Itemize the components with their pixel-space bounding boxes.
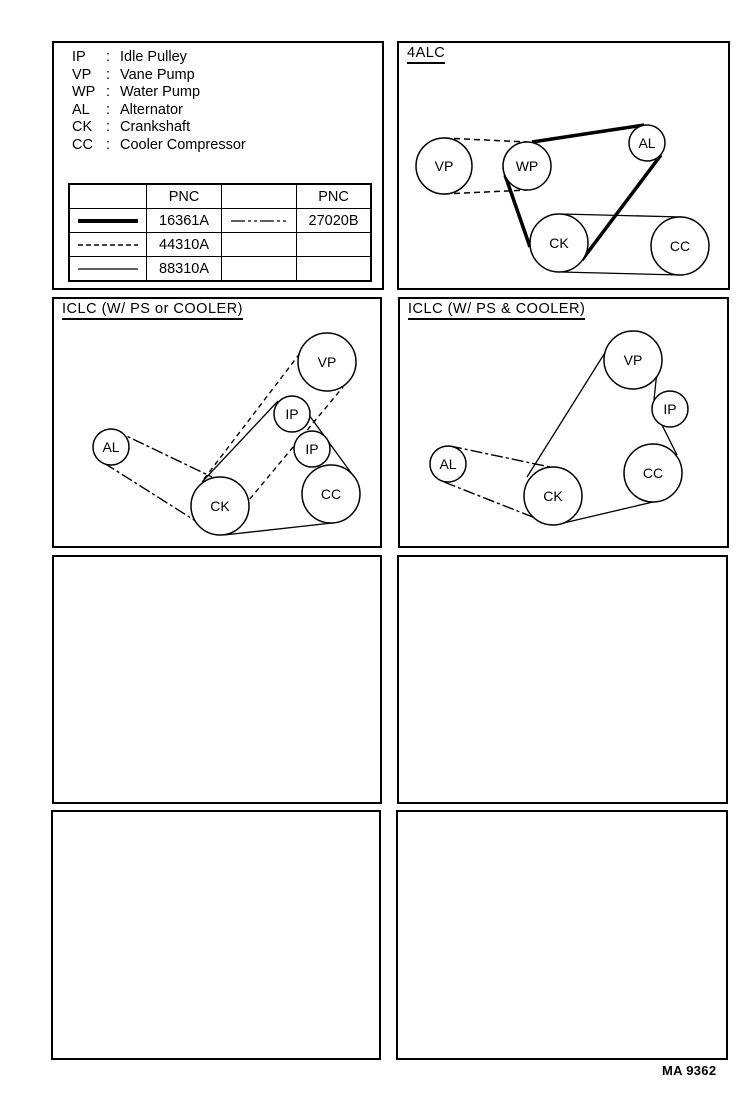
pulley-ck: CK xyxy=(523,466,583,526)
legend-item: AL: Alternator xyxy=(72,102,246,120)
empty-panel xyxy=(51,810,381,1060)
pnc-header: PNC xyxy=(296,183,372,209)
svg-text:IP: IP xyxy=(663,401,676,417)
svg-text:CC: CC xyxy=(670,238,690,254)
dashed-line-swatch xyxy=(68,232,147,257)
pulley-cc: CC xyxy=(301,464,361,524)
legend-separator: : xyxy=(106,136,111,153)
legend-separator: : xyxy=(106,84,111,100)
legend-name: Idle Pulley xyxy=(120,49,187,65)
pulley-ck: CK xyxy=(190,476,250,536)
pnc-empty-cell xyxy=(296,256,372,282)
belt-routing-iclc-ps-or-cooler: VP IP IP AL CK CC xyxy=(92,332,361,536)
pnc-value: 27020B xyxy=(296,208,372,233)
pulley-vp: VP xyxy=(603,330,663,390)
pnc-value: 16361A xyxy=(146,208,222,233)
legend-name: Crankshaft xyxy=(120,119,191,135)
diagram-title: ICLC (W/ PS or COOLER) xyxy=(62,301,243,320)
legend-panel: IP: Idle Pulley VP: Vane Pump WP: Water Pum… xyxy=(52,41,384,290)
pnc-header-blank xyxy=(221,183,297,209)
diagram-4alc: VP WP AL CK CC 4ALC xyxy=(397,41,730,290)
pnc-empty-cell xyxy=(221,256,297,282)
svg-text:VP: VP xyxy=(624,352,643,368)
pnc-row: 88310A xyxy=(68,256,372,282)
empty-panel xyxy=(52,555,382,804)
figure-code: MA 9362 xyxy=(662,1063,717,1078)
legend-name: Water Pump xyxy=(120,84,201,100)
svg-text:AL: AL xyxy=(638,135,655,151)
legend-item: CC: Cooler Compressor xyxy=(72,137,246,155)
svg-text:VP: VP xyxy=(318,354,337,370)
legend-separator: : xyxy=(106,66,111,83)
svg-text:CK: CK xyxy=(210,498,230,514)
empty-panel xyxy=(396,810,728,1060)
legend-name: Vane Pump xyxy=(120,66,195,83)
legend-abbr: CC xyxy=(72,136,93,153)
pulley-vp: VP xyxy=(415,137,473,195)
pnc-row: 16361A 27020B xyxy=(68,208,372,233)
svg-text:CC: CC xyxy=(643,465,663,481)
svg-text:VP: VP xyxy=(435,158,454,174)
svg-text:CK: CK xyxy=(543,488,563,504)
legend-name: Cooler Compressor xyxy=(120,136,246,153)
belt-routing-4alc: VP WP AL CK CC xyxy=(415,123,710,276)
legend-abbr: WP xyxy=(72,84,96,100)
svg-text:CK: CK xyxy=(549,235,569,251)
legend-abbr: VP xyxy=(72,66,92,83)
svg-text:AL: AL xyxy=(102,439,119,455)
dash-dot-line-swatch xyxy=(221,208,297,233)
legend-item: WP: Water Pump xyxy=(72,84,246,102)
pnc-value: 44310A xyxy=(146,232,222,257)
pulley-cc: CC xyxy=(650,216,710,276)
legend-separator: : xyxy=(106,101,111,118)
diagram-iclc-ps-and-cooler: VP IP AL CK CC ICLC (W/ PS & COOLER) xyxy=(398,297,729,548)
legend-abbr: AL xyxy=(72,101,90,118)
legend-name: Alternator xyxy=(120,101,183,118)
belt-routing-iclc-ps-and-cooler: VP IP AL CK CC xyxy=(429,330,689,526)
diagram-title: ICLC (W/ PS & COOLER) xyxy=(408,301,586,320)
pulley-al: AL xyxy=(92,428,130,466)
pnc-header-row: PNC PNC xyxy=(68,183,372,209)
thick-solid-line-swatch xyxy=(68,208,147,233)
empty-panel xyxy=(397,555,728,804)
pulley-wp: WP xyxy=(502,141,552,191)
pulley-al: AL xyxy=(628,124,666,162)
pnc-empty-cell xyxy=(221,232,297,257)
pulley-ip-upper: IP xyxy=(273,395,311,433)
diagram-title: 4ALC xyxy=(407,45,446,64)
pulley-cc: CC xyxy=(623,443,683,503)
legend-item: CK: Crankshaft xyxy=(72,119,246,137)
svg-text:AL: AL xyxy=(439,456,456,472)
svg-text:IP: IP xyxy=(285,406,298,422)
pnc-row: 44310A xyxy=(68,232,372,257)
pnc-header: PNC xyxy=(146,183,222,209)
pnc-value: 88310A xyxy=(146,256,222,282)
legend-item: IP: Idle Pulley xyxy=(72,49,246,67)
svg-text:CC: CC xyxy=(321,486,341,502)
legend-abbr: IP xyxy=(72,49,86,65)
pulley-ip: IP xyxy=(651,390,689,428)
pulley-vp: VP xyxy=(297,332,357,392)
legend-separator: : xyxy=(106,119,111,135)
svg-text:IP: IP xyxy=(305,441,318,457)
legend-abbr: CK xyxy=(72,119,93,135)
legend-separator: : xyxy=(106,49,111,65)
legend-item: VP: Vane Pump xyxy=(72,67,246,85)
thin-solid-line-swatch xyxy=(68,256,147,282)
abbreviation-list: IP: Idle Pulley VP: Vane Pump WP: Water Pum… xyxy=(72,49,246,154)
svg-text:WP: WP xyxy=(516,158,539,174)
pnc-empty-cell xyxy=(296,232,372,257)
pulley-al: AL xyxy=(429,445,467,483)
pulley-ck: CK xyxy=(529,213,589,273)
diagram-iclc-ps-or-cooler: VP IP IP AL CK CC ICLC (W/ PS or COOLER) xyxy=(52,297,382,548)
pulley-ip-lower: IP xyxy=(293,430,331,468)
pnc-table: PNC PNC 16361A 27020B 44310A 88310A xyxy=(68,183,372,282)
pnc-header-blank xyxy=(68,183,147,209)
